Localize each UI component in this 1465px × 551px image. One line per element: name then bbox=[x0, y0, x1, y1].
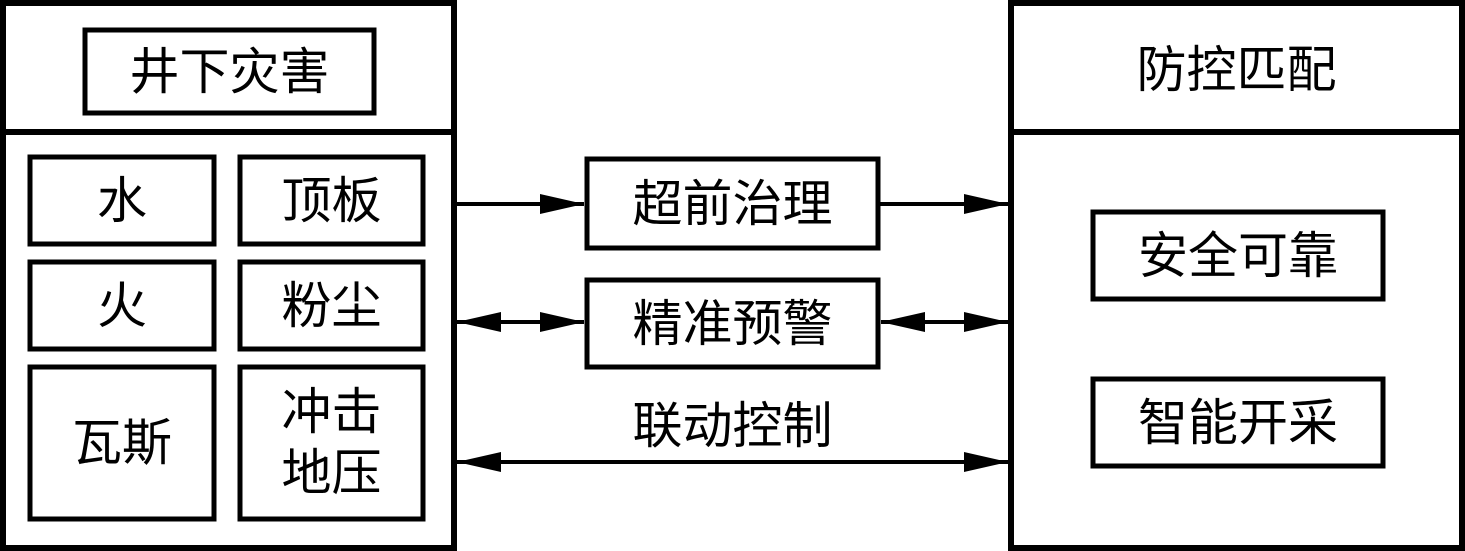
advance-governance-label: 超前治理 bbox=[632, 174, 833, 233]
left-panel-title: 井下灾害 bbox=[129, 42, 330, 101]
hazard-gas-box bbox=[27, 364, 217, 522]
hazard-roof-label: 顶板 bbox=[281, 171, 382, 230]
precise-warning-label: 精准预警 bbox=[632, 294, 833, 353]
hazard-gas-label: 瓦斯 bbox=[72, 414, 172, 472]
hazard-rock-burst-label: 冲击 地压 bbox=[240, 367, 423, 519]
hazard-water-label: 水 bbox=[97, 171, 147, 230]
hazard-rock-burst-line1: 冲击 bbox=[281, 383, 382, 441]
advance-governance-box bbox=[584, 156, 881, 251]
hazard-rock-burst-box bbox=[237, 364, 426, 522]
hazard-rock-burst-line2: 地压 bbox=[281, 444, 382, 502]
left-panel bbox=[0, 0, 457, 551]
outcome-smart-box bbox=[1090, 376, 1386, 469]
left-title-box bbox=[82, 27, 377, 116]
hazard-dust-label: 粉尘 bbox=[281, 276, 382, 335]
outcome-smart-label: 智能开采 bbox=[1138, 393, 1338, 452]
right-panel-title: 防控匹配 bbox=[1136, 41, 1337, 99]
precise-warning-box bbox=[584, 277, 881, 370]
linkage-control-label: 联动控制 bbox=[632, 397, 833, 455]
right-panel bbox=[1008, 0, 1465, 551]
hazard-dust-box bbox=[237, 259, 426, 352]
hazard-fire-box bbox=[27, 259, 217, 352]
outcome-safe-label: 安全可靠 bbox=[1138, 226, 1338, 285]
hazard-roof-box bbox=[237, 154, 426, 247]
outcome-safe-box bbox=[1090, 209, 1386, 302]
hazard-fire-label: 火 bbox=[97, 276, 147, 335]
hazard-water-box bbox=[27, 154, 217, 247]
